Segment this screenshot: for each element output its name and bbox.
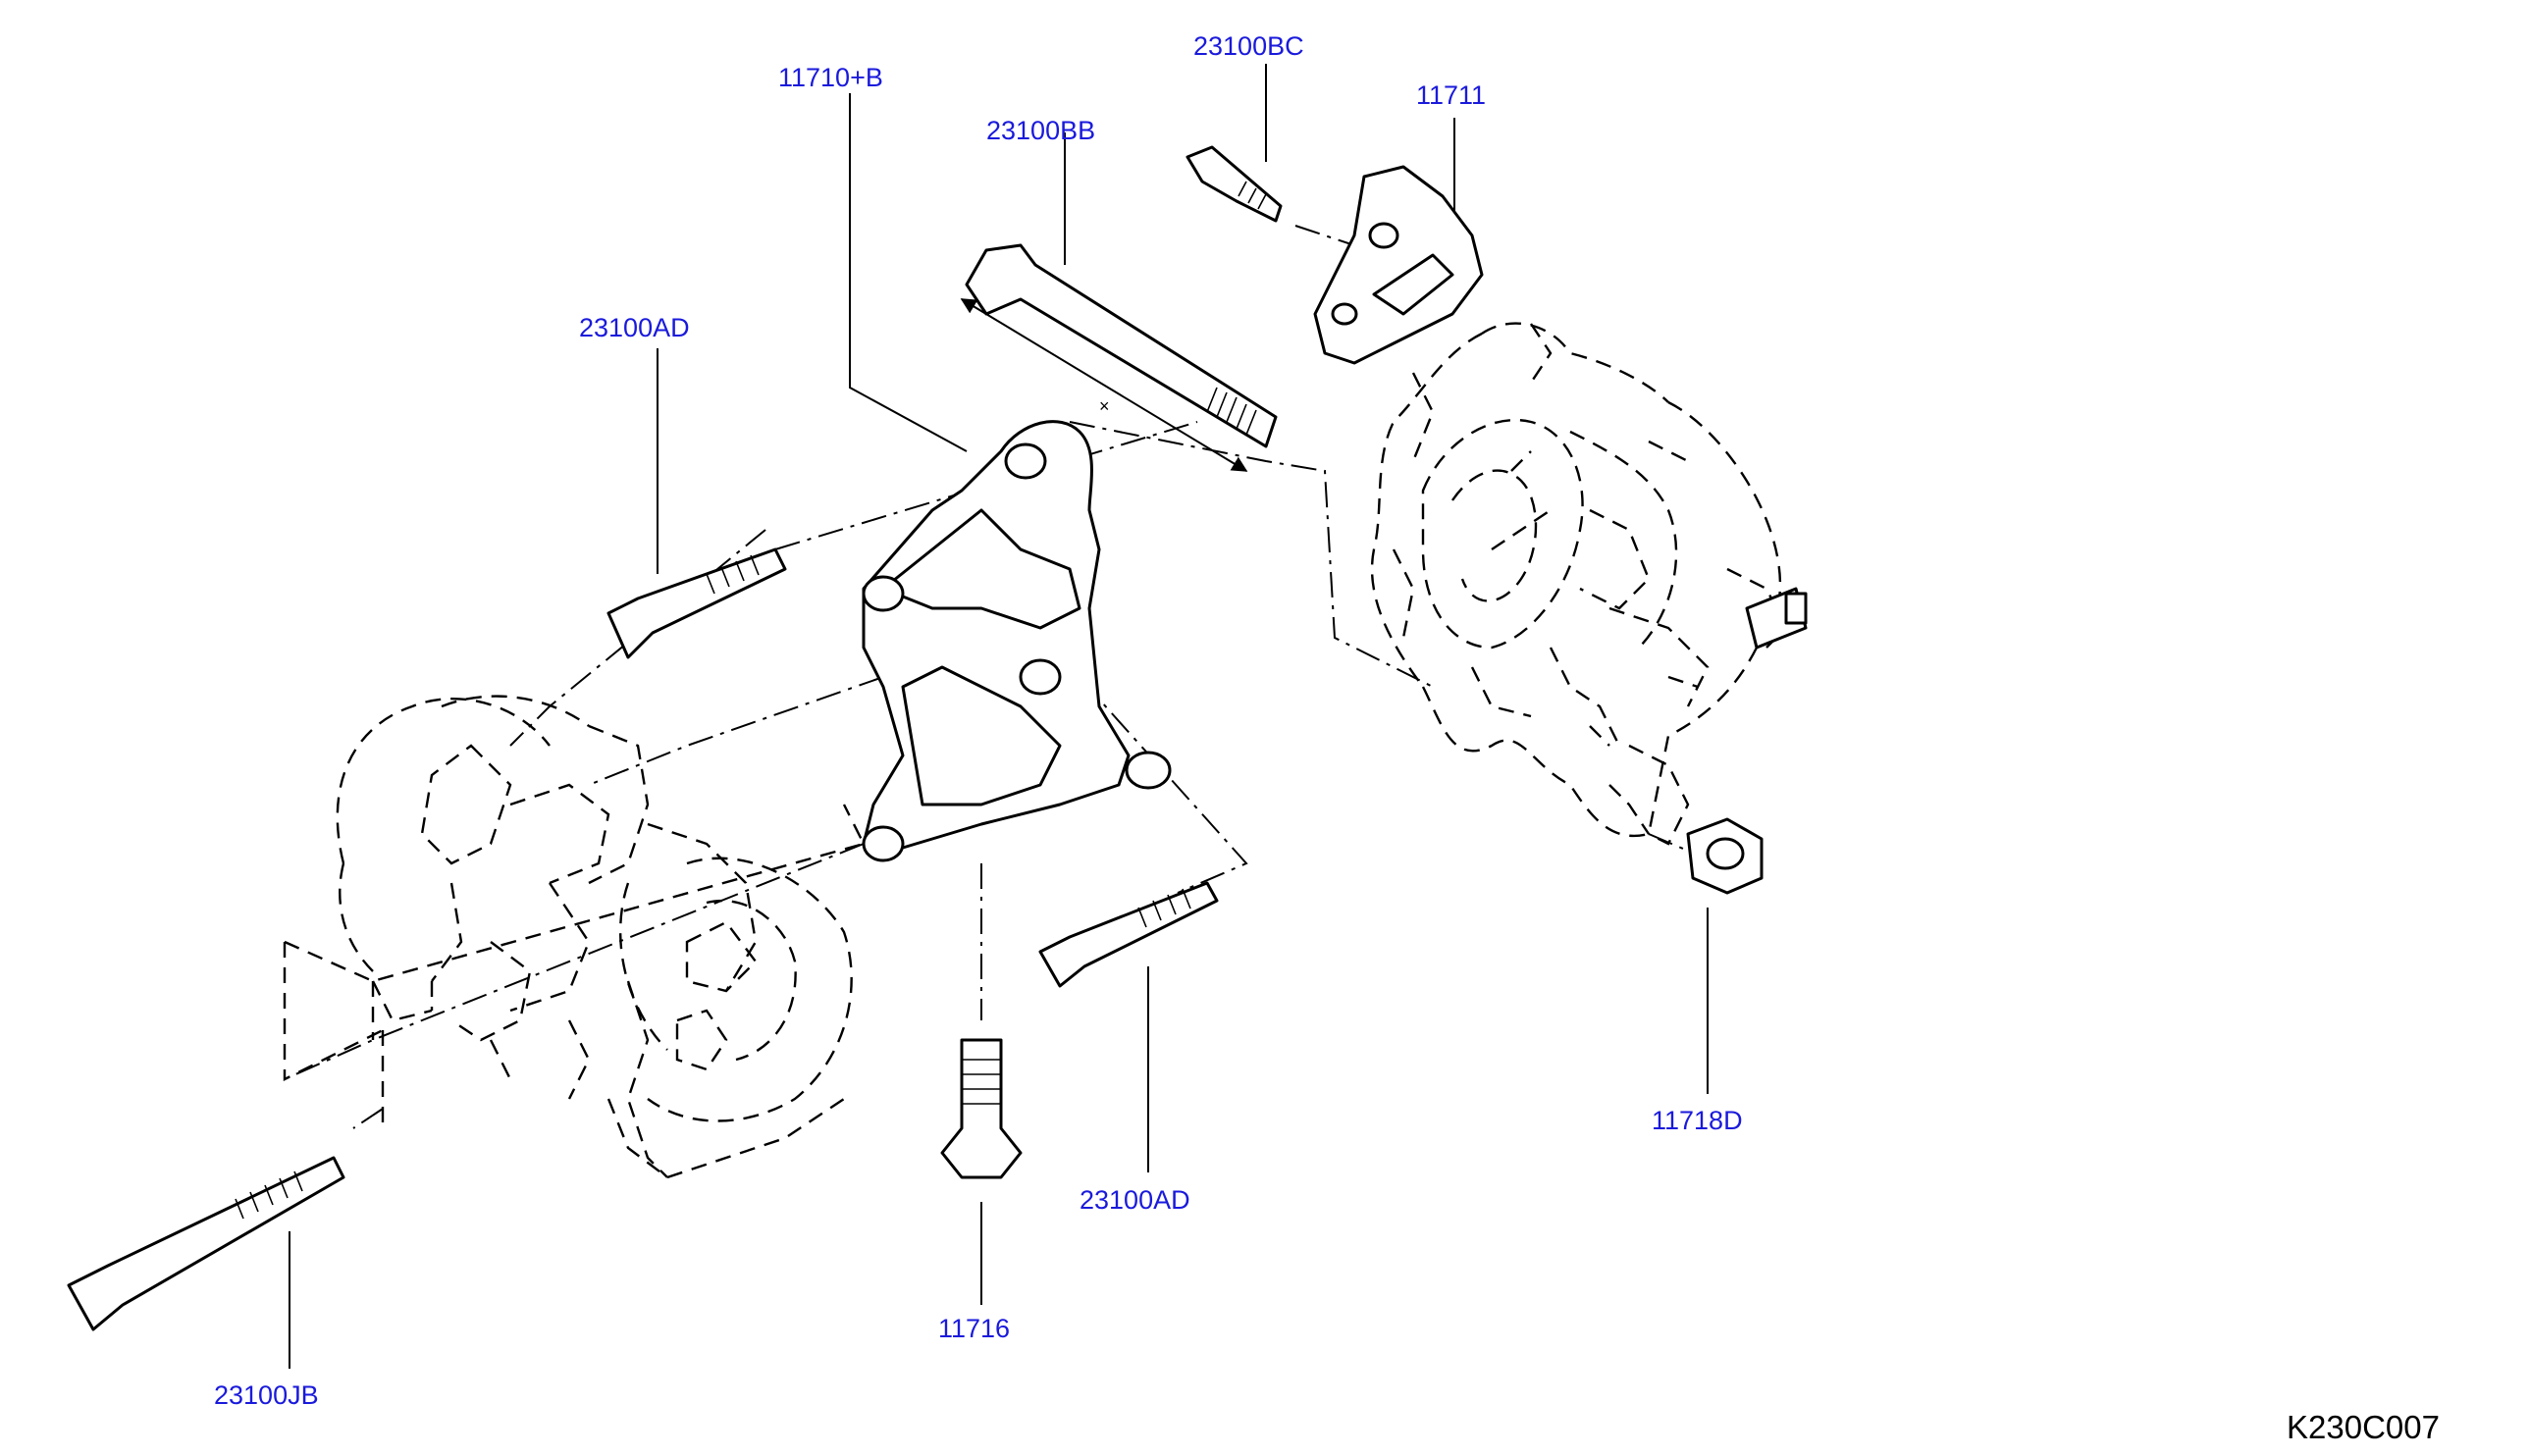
bolt-23100ad-lower [1038,881,1219,988]
callout-11716[interactable]: 11716 [938,1314,1010,1343]
svg-text:×: × [1099,396,1110,416]
bolt-23100jb [67,1156,345,1331]
callout-11710-b[interactable]: 11710+B [778,63,883,92]
callout-23100bb[interactable]: 23100BB [986,116,1095,145]
bolt-11716 [940,1038,1023,1179]
callout-23100ad-1[interactable]: 23100AD [579,313,690,342]
callout-23100ad-2[interactable]: 23100AD [1080,1185,1190,1215]
alternator-outline [1370,322,1788,846]
callout-23100bc[interactable]: 23100BC [1193,31,1304,61]
callout-23100jb[interactable]: 23100JB [214,1380,319,1410]
bolt-23100ad-upper [606,547,787,659]
small-bolt-23100bc [1185,145,1283,223]
alternator-terminal [1745,587,1808,650]
engine-block-outline [283,695,866,1179]
callout-11711[interactable]: 11711 [1416,80,1486,110]
callout-11718d[interactable]: 11718D [1652,1106,1743,1135]
leader-lines [289,64,1709,1369]
alternator-bracket [862,420,1172,862]
diagram-code: K230C007 [2287,1409,2440,1445]
adjusting-bracket [1313,165,1484,365]
long-bolt-23100bb: × [960,243,1278,472]
nut-11718d [1686,817,1764,895]
